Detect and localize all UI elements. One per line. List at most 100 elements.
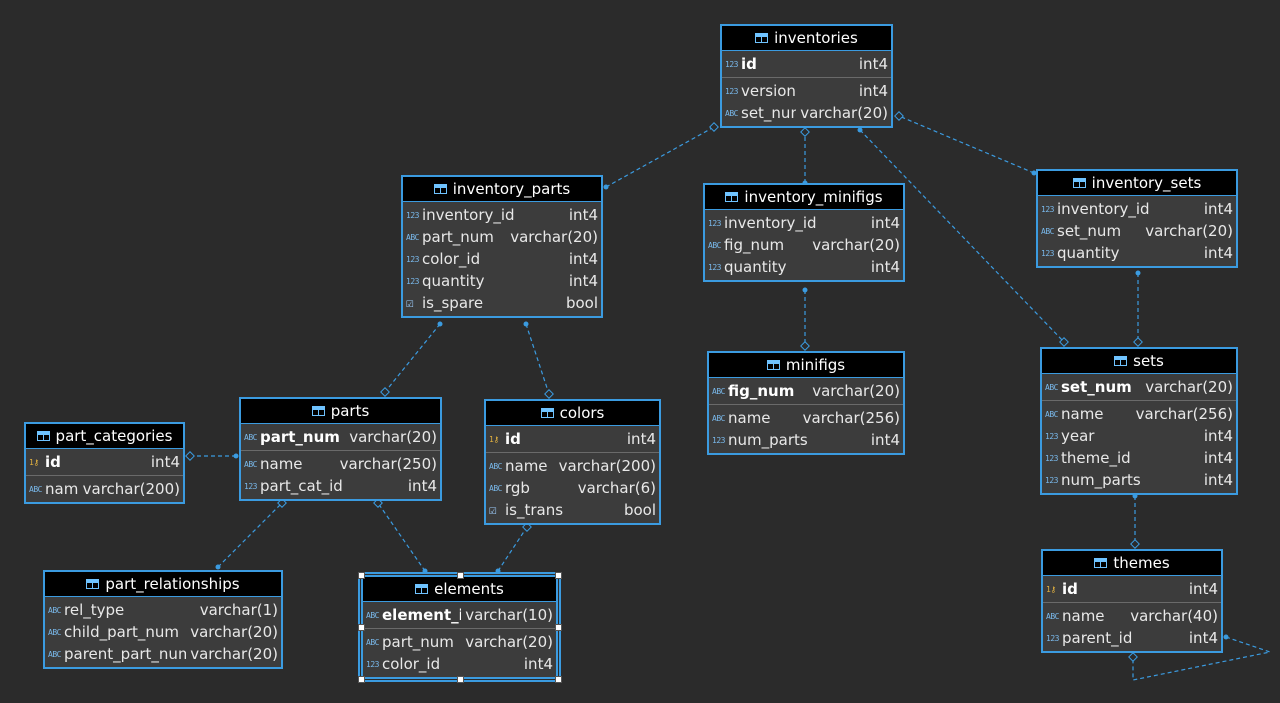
column-type: varchar(20) — [190, 623, 278, 641]
resize-handle[interactable] — [358, 624, 365, 631]
entity-header[interactable]: part_relationships — [45, 572, 281, 597]
relationship-line[interactable] — [497, 526, 528, 572]
relationship-line[interactable] — [217, 502, 283, 568]
resize-handle[interactable] — [555, 572, 562, 579]
entity-title: elements — [434, 580, 504, 598]
relationship-line[interactable] — [525, 323, 550, 395]
entity-header[interactable]: colors — [486, 401, 659, 426]
relationship-start-marker — [857, 127, 863, 133]
entity-header[interactable]: sets — [1042, 349, 1236, 374]
column-type: int4 — [150, 453, 180, 471]
column-type: int4 — [1203, 200, 1233, 218]
column-name: inventory_id — [724, 214, 817, 232]
entity-header[interactable]: elements — [363, 577, 556, 602]
entity-part_categories[interactable]: part_categories1⚷idint4ABCnamevarchar(20… — [24, 422, 185, 504]
entity-header[interactable]: inventory_minifigs — [705, 185, 903, 210]
entity-header[interactable]: inventory_parts — [403, 177, 601, 202]
resize-handle[interactable] — [456, 572, 464, 579]
column-type: varchar(20) — [812, 382, 900, 400]
table-icon — [1072, 178, 1086, 188]
relationship-end-marker — [185, 451, 195, 461]
entity-header[interactable]: part_categories — [26, 424, 183, 449]
text-type-icon: ABC — [1045, 409, 1058, 419]
text-type-icon: ABC — [489, 483, 502, 493]
entity-header[interactable]: minifigs — [709, 353, 903, 378]
primary-key-icon: 1⚷ — [1046, 584, 1056, 594]
column-type: varchar(200) — [558, 457, 656, 475]
entity-title: parts — [330, 402, 370, 420]
entity-header[interactable]: inventory_sets — [1038, 171, 1236, 196]
text-type-icon: ABC — [48, 649, 61, 659]
resize-handle[interactable] — [456, 676, 464, 683]
entity-header[interactable]: inventories — [722, 26, 891, 51]
entity-header[interactable]: themes — [1043, 551, 1221, 576]
resize-handle[interactable] — [555, 624, 562, 631]
relationship-line[interactable] — [898, 115, 1035, 174]
resize-handle[interactable] — [555, 676, 562, 683]
column-name: part_cat_id — [260, 477, 343, 495]
column-type: int4 — [1203, 244, 1233, 262]
entity-header[interactable]: parts — [241, 399, 440, 424]
relationship-line[interactable] — [377, 502, 426, 572]
column-type: varchar(40) — [1130, 607, 1218, 625]
numeric-type-icon: 123 — [406, 254, 419, 264]
column-name: element_id — [382, 606, 461, 624]
relationship-line[interactable] — [605, 126, 715, 188]
resize-handle[interactable] — [358, 676, 365, 683]
relationship-line[interactable] — [384, 323, 441, 393]
resize-handle[interactable] — [358, 572, 365, 579]
